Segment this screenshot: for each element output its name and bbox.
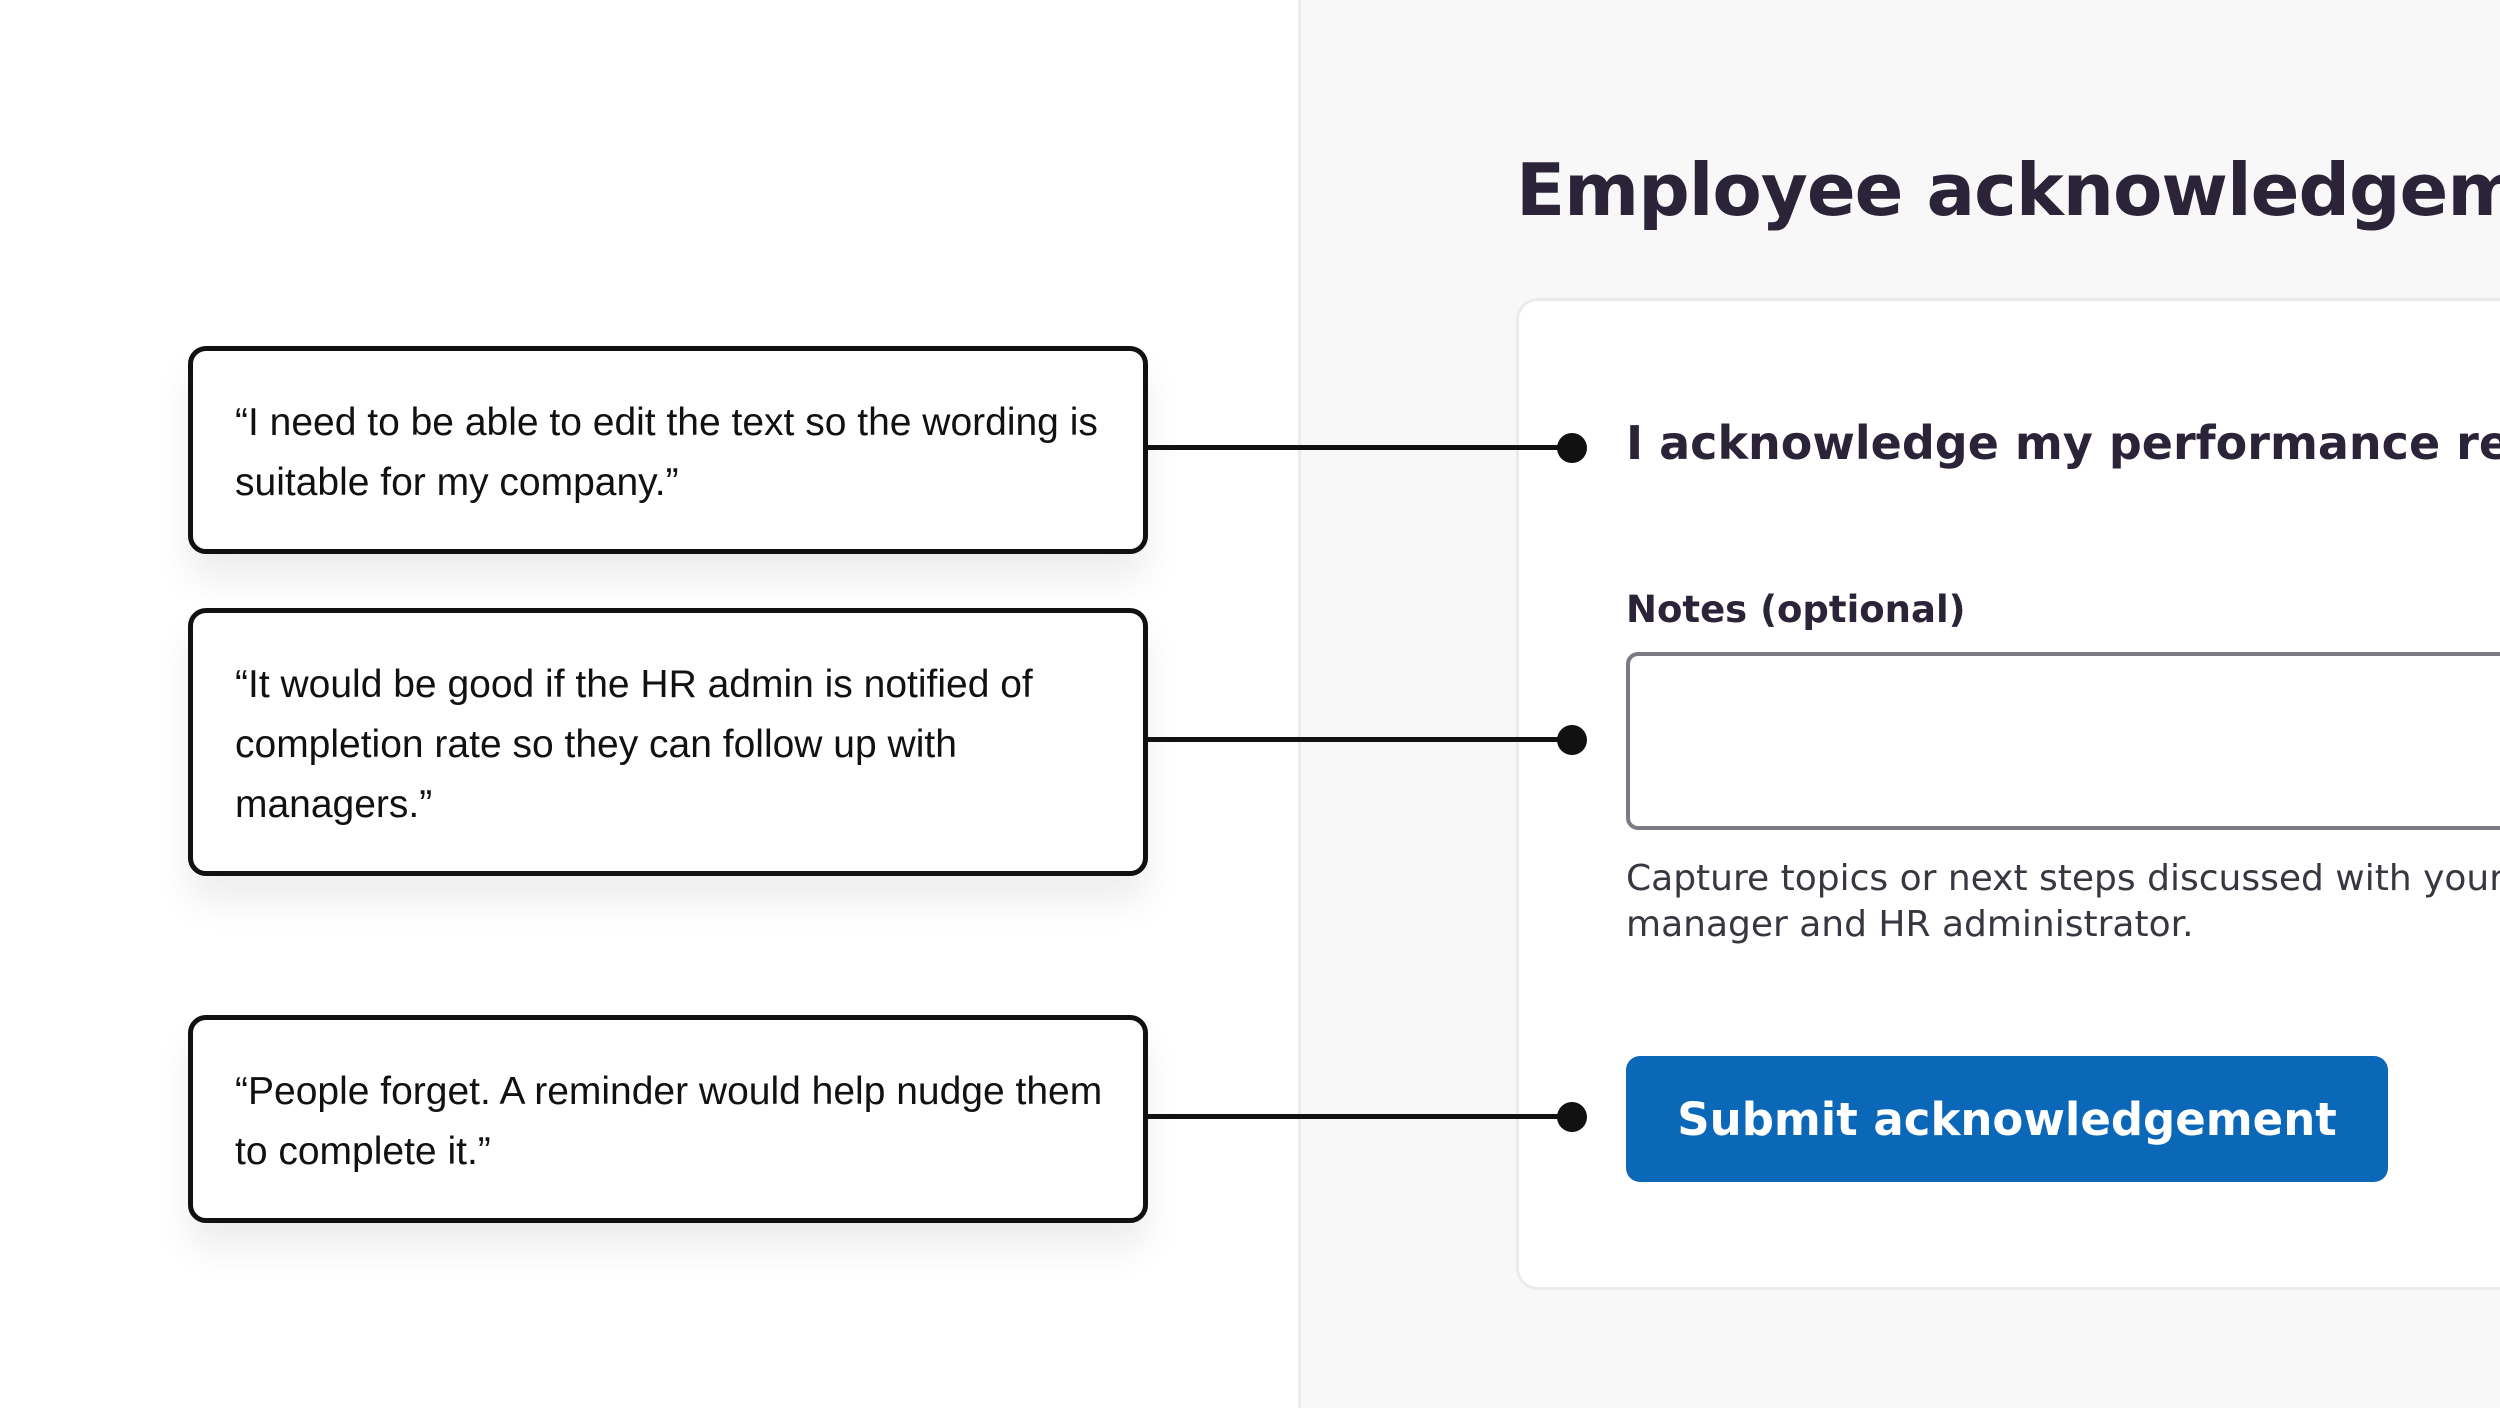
submit-acknowledgement-button[interactable]: Submit acknowledgement: [1626, 1056, 2388, 1182]
connector-line: [1148, 1114, 1572, 1119]
quote-callout: “I need to be able to edit the text so t…: [188, 346, 1148, 554]
connector-dot: [1557, 725, 1587, 755]
notes-label: Notes (optional): [1626, 588, 1966, 631]
quote-text: “It would be good if the HR admin is not…: [235, 663, 1033, 826]
quote-callout: “It would be good if the HR admin is not…: [188, 608, 1148, 876]
acknowledgement-statement: I acknowledge my performance review: [1626, 416, 2500, 470]
quote-text: “I need to be able to edit the text so t…: [235, 401, 1098, 504]
notes-hint: Capture topics or next steps discussed w…: [1626, 858, 2500, 945]
notes-input[interactable]: [1626, 652, 2500, 830]
quote-callout: “People forget. A reminder would help nu…: [188, 1015, 1148, 1223]
connector-dot: [1557, 433, 1587, 463]
quote-text: “People forget. A reminder would help nu…: [235, 1070, 1103, 1173]
connector-line: [1148, 737, 1572, 742]
connector-line: [1148, 445, 1572, 450]
connector-dot: [1557, 1102, 1587, 1132]
page-title: Employee acknowledgement: [1516, 148, 2500, 232]
